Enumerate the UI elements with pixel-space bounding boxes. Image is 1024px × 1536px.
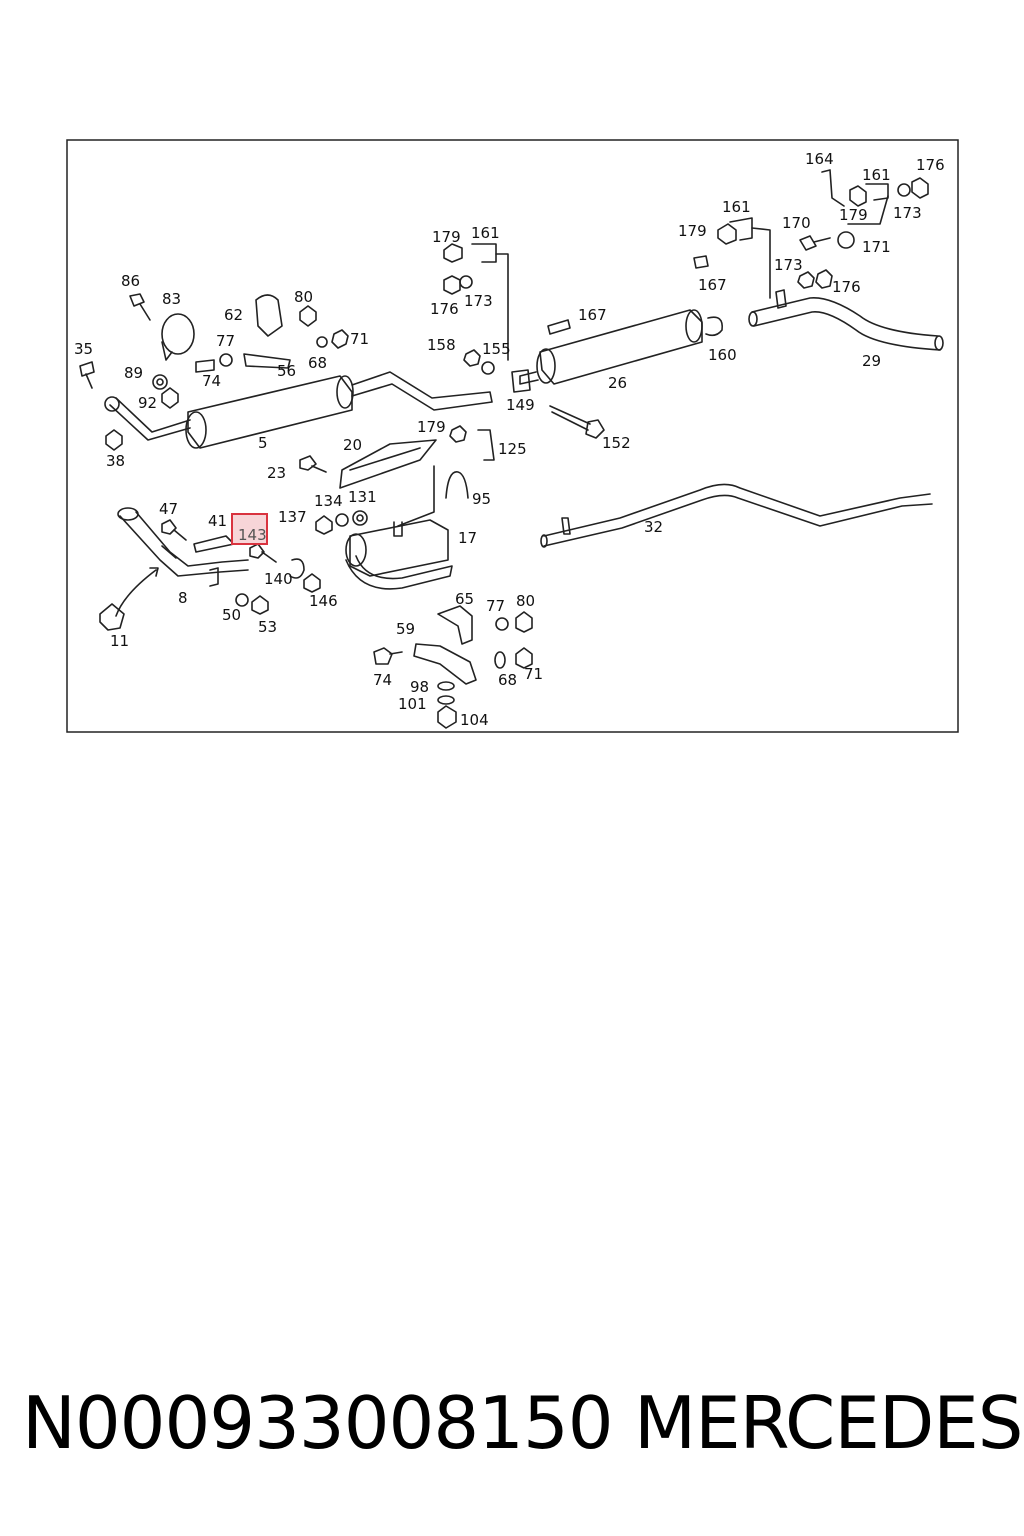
callout: 32 xyxy=(644,518,663,536)
highlight-box xyxy=(231,513,268,545)
callout: 164 xyxy=(805,150,834,168)
part-number: N000933008150 xyxy=(22,1381,614,1465)
callout: 149 xyxy=(506,396,535,414)
callout: 140 xyxy=(264,570,293,588)
callout: 65 xyxy=(455,590,474,608)
callout: 173 xyxy=(774,256,803,274)
callout: 176 xyxy=(430,300,459,318)
callout: 80 xyxy=(516,592,535,610)
callout: 59 xyxy=(396,620,415,638)
callout: 125 xyxy=(498,440,527,458)
callout: 20 xyxy=(343,436,362,454)
callout: 8 xyxy=(178,589,188,607)
heat-shield-20 xyxy=(339,439,437,489)
callout: 98 xyxy=(410,678,429,696)
callout-highlighted: 143 xyxy=(238,526,267,544)
callout: 74 xyxy=(373,671,392,689)
callout: 74 xyxy=(202,372,221,390)
pipe-32 xyxy=(540,483,933,548)
callout: 152 xyxy=(602,434,631,452)
callout: 176 xyxy=(832,278,861,296)
callout: 161 xyxy=(862,166,891,184)
callout: 131 xyxy=(348,488,377,506)
callout: 50 xyxy=(222,606,241,624)
callout: 176 xyxy=(916,156,945,174)
callout: 173 xyxy=(464,292,493,310)
callout: 173 xyxy=(893,204,922,222)
bracket-59 xyxy=(413,643,477,685)
callout: 23 xyxy=(267,464,286,482)
callout: 83 xyxy=(162,290,181,308)
rear-muffler xyxy=(511,309,703,393)
callout: 17 xyxy=(458,529,477,547)
callout: 35 xyxy=(74,340,93,358)
callout: 38 xyxy=(106,452,125,470)
callout: 171 xyxy=(862,238,891,256)
callout: 104 xyxy=(460,711,489,729)
callout-labels: 164 176 161 179 173 179 161 170 171 173 … xyxy=(74,150,945,729)
arrow-11 xyxy=(115,567,159,617)
clamp-160 xyxy=(705,316,724,337)
diagram-frame xyxy=(66,139,959,733)
callout: 179 xyxy=(417,418,446,436)
bolt-143 xyxy=(249,543,277,563)
callout: 179 xyxy=(678,222,707,240)
callout: 77 xyxy=(216,332,235,350)
front-muffler xyxy=(104,371,493,449)
callout: 41 xyxy=(208,512,227,530)
callout: 11 xyxy=(110,632,129,650)
footer: N000933008150 MERCEDES xyxy=(22,1378,1023,1468)
callout: 68 xyxy=(498,671,517,689)
clamp-83 xyxy=(129,293,195,361)
callout: 167 xyxy=(698,276,727,294)
front-pipe-8 xyxy=(117,507,249,587)
callout: 89 xyxy=(124,364,143,382)
nut-38 xyxy=(105,429,123,451)
callout: 137 xyxy=(278,508,307,526)
strap-41 xyxy=(193,535,235,553)
callout: 95 xyxy=(472,490,491,508)
callout: 92 xyxy=(138,394,157,412)
callout: 71 xyxy=(524,665,543,683)
brand-name: MERCEDES xyxy=(634,1381,1023,1465)
callout: 62 xyxy=(224,306,243,324)
callout: 77 xyxy=(486,597,505,615)
callout: 160 xyxy=(708,346,737,364)
callout: 170 xyxy=(782,214,811,232)
center-muffler-17 xyxy=(345,519,453,590)
callout: 86 xyxy=(121,272,140,290)
callout: 26 xyxy=(608,374,627,392)
bolt-35 xyxy=(79,361,95,389)
callout: 161 xyxy=(722,198,751,216)
tail-pipe-29 xyxy=(748,289,944,351)
callout: 53 xyxy=(258,618,277,636)
callout: 29 xyxy=(862,352,881,370)
callout: 5 xyxy=(258,434,268,452)
callout: 134 xyxy=(314,492,343,510)
callout: 155 xyxy=(482,340,511,358)
bracket-65 xyxy=(437,605,473,645)
callout: 101 xyxy=(398,695,427,713)
callout: 161 xyxy=(471,224,500,242)
callout: 158 xyxy=(427,336,456,354)
callout: 167 xyxy=(578,306,607,324)
bracket-56 xyxy=(243,353,291,369)
callout: 56 xyxy=(277,362,296,380)
bolt-152 xyxy=(549,405,605,439)
callout: 146 xyxy=(309,592,338,610)
callout: 179 xyxy=(839,206,868,224)
callout: 68 xyxy=(308,354,327,372)
callout: 71 xyxy=(350,330,369,348)
callout: 80 xyxy=(294,288,313,306)
callout: 179 xyxy=(432,228,461,246)
bracket-62 xyxy=(255,294,283,337)
callout: 47 xyxy=(159,500,178,518)
